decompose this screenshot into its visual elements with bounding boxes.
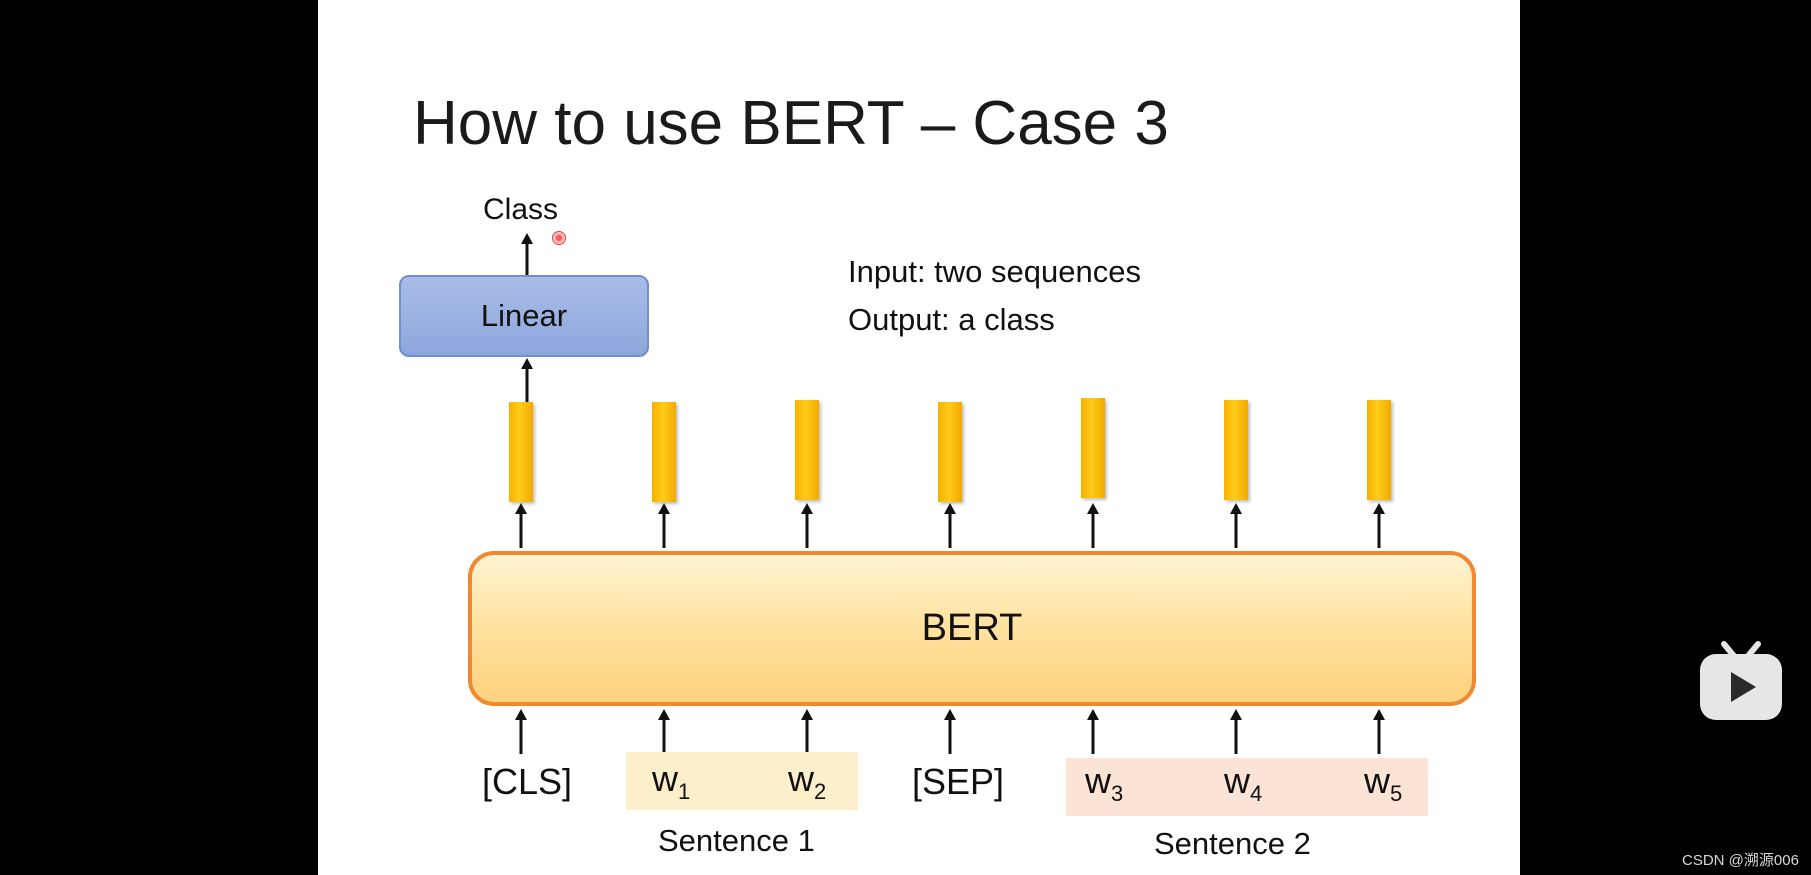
- pointer-dot-icon: [552, 231, 566, 245]
- linear-label: Linear: [480, 298, 568, 333]
- input-text: Input: two sequences: [848, 254, 1141, 289]
- slide: How to use BERT – Case 3 Class Linear In…: [318, 0, 1520, 875]
- bert-output-arrow: [658, 503, 670, 548]
- sentence1-label: Sentence 1: [658, 823, 815, 858]
- bert-input-arrow: [515, 709, 527, 754]
- embedding-bar-w4: [1224, 400, 1248, 500]
- task-description: Input: two sequences Output: a class: [848, 248, 1141, 344]
- token-w4: w4: [1224, 760, 1263, 806]
- bert-input-arrow: [1087, 709, 1099, 754]
- embedding-bar-w5: [1367, 400, 1391, 500]
- embedding-bar-cls: [509, 402, 533, 502]
- sentence2-highlight: [1066, 758, 1428, 816]
- bert-output-arrow: [515, 503, 527, 548]
- bert-model-box: BERT: [468, 551, 1476, 706]
- class-arrow: [521, 233, 533, 278]
- token-w5: w5: [1364, 760, 1403, 806]
- embedding-bar-w3: [1081, 398, 1105, 498]
- sentence2-label: Sentence 2: [1154, 826, 1311, 861]
- linear-layer-box: Linear: [399, 275, 649, 357]
- bert-input-arrow: [801, 709, 813, 754]
- watermark: CSDN @溯源006: [1682, 852, 1799, 869]
- token-w2: w2: [788, 758, 827, 804]
- bert-output-arrow: [1087, 503, 1099, 548]
- token-w3: w3: [1085, 760, 1124, 806]
- bert-input-arrow: [658, 709, 670, 754]
- class-label: Class: [483, 193, 559, 226]
- bert-output-arrow: [1230, 503, 1242, 548]
- token-sep: [SEP]: [912, 761, 1005, 802]
- sentence1-highlight: [626, 752, 858, 810]
- output-text: Output: a class: [848, 302, 1055, 337]
- bert-input-arrow: [1230, 709, 1242, 754]
- bert-output-arrow: [944, 503, 956, 548]
- linear-input-arrow: [521, 358, 533, 403]
- bert-output-arrow: [1373, 503, 1385, 548]
- embedding-bar-sep: [938, 402, 962, 502]
- play-icon[interactable]: [1698, 640, 1784, 722]
- bert-output-arrow: [801, 503, 813, 548]
- slide-title: How to use BERT – Case 3: [413, 89, 1169, 158]
- token-cls: [CLS]: [482, 761, 573, 802]
- embedding-bar-w2: [795, 400, 819, 500]
- embedding-bar-w1: [652, 402, 676, 502]
- bert-input-arrow: [944, 709, 956, 754]
- bert-label: BERT: [921, 607, 1023, 649]
- bert-input-arrow: [1373, 709, 1385, 754]
- token-w1: w1: [652, 758, 691, 804]
